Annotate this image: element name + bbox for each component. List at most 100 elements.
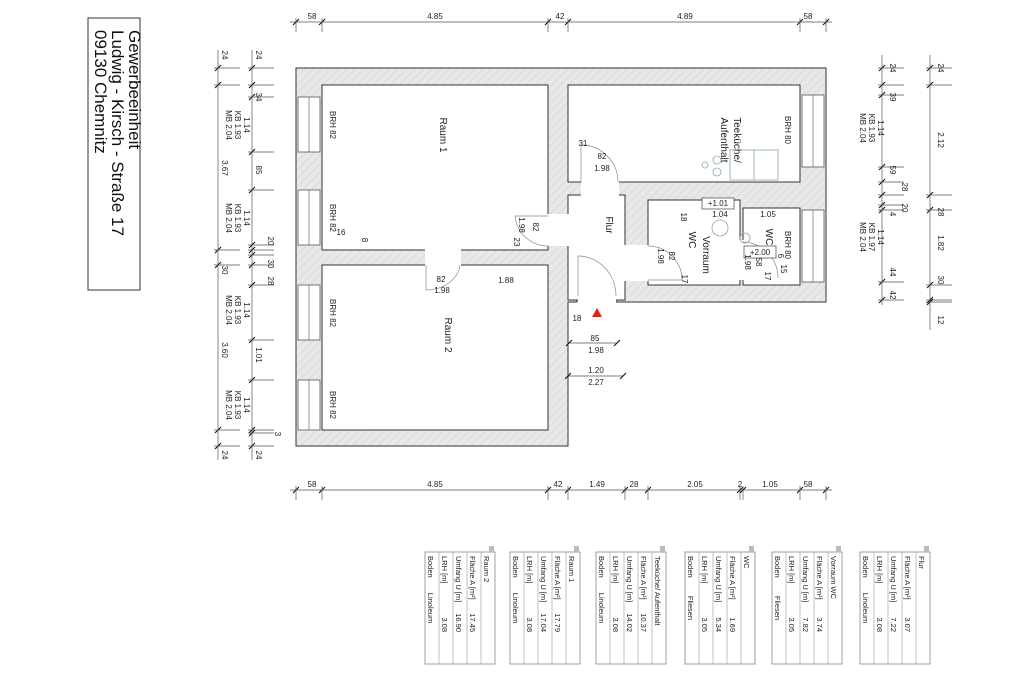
- table-row-value: Fliesen: [686, 596, 695, 620]
- door-label: 31: [579, 139, 588, 148]
- room-vorraum-wc: [647, 199, 741, 286]
- table-row-value: 3.05: [700, 617, 709, 632]
- room-tables: Raum 2 Fläche A [m²] 17.45 Umfang U [m] 16.9…: [424, 546, 931, 665]
- dim-label: 1.14: [242, 210, 251, 226]
- dim-label: 58: [804, 12, 813, 21]
- door-label: 15: [779, 265, 788, 274]
- door-label: 1.98: [594, 164, 610, 173]
- dim-label: 2.12: [936, 132, 945, 148]
- table-row-label: Boden: [426, 556, 435, 578]
- door-label: 1.04: [712, 210, 728, 219]
- dimension-bottom: 58 4.85 42 1.49 28 2.05 2 1.05 58: [290, 480, 832, 500]
- dim-label: KB 1.93: [867, 114, 876, 143]
- table-title: Vorraum WC: [829, 556, 838, 600]
- dim-label: 24: [254, 51, 263, 60]
- table-row-value: Fliesen: [773, 596, 782, 620]
- door-label: 8: [360, 238, 369, 243]
- table-row-label: Umfang U [m]: [539, 556, 548, 602]
- door-label: 1.98: [743, 254, 752, 270]
- door-label: 18: [573, 314, 582, 323]
- door-label: 23: [512, 238, 521, 247]
- room-label-raum-2: Raum 2: [442, 317, 453, 352]
- dim-label: 42: [888, 291, 897, 300]
- door-label: 17: [680, 275, 689, 284]
- table-row-label: Boden: [686, 556, 695, 578]
- entrance-marker-icon: [592, 308, 602, 317]
- dim-label: 24: [220, 51, 229, 60]
- table-row-label: LRH [m]: [787, 556, 796, 584]
- table-row-label: LRH [m]: [700, 556, 709, 584]
- door-label: 2.27: [588, 378, 604, 387]
- table-row-label: Umfang U [m]: [714, 556, 723, 602]
- door-label: 85: [591, 334, 600, 343]
- door-label: 1.98: [588, 346, 604, 355]
- room-label-kitchen-1: Teeküche/: [731, 117, 742, 163]
- dim-label: 3.67: [220, 160, 229, 176]
- table-title: Teeküche/ Aufenthalt: [653, 556, 662, 627]
- door-kitchen: [580, 144, 619, 183]
- dim-label: 30: [936, 276, 945, 285]
- dim-label: 4: [888, 212, 897, 217]
- table-row-label: LRH [m]: [440, 556, 449, 584]
- table-row-value: 3.08: [611, 617, 620, 632]
- table-row-value: 17.45: [468, 613, 477, 632]
- table-row-label: Umfang U [m]: [889, 556, 898, 602]
- door-label: 1.20: [588, 366, 604, 375]
- table-row-value: 5.34: [714, 617, 723, 632]
- dim-label: 58: [308, 480, 317, 489]
- dim-label: 3.60: [220, 342, 229, 358]
- room-flur: [567, 194, 626, 301]
- dimension-right-inner: 24 39 1.14 KB 1.93 MB 2.04 59 28 20 4 1.…: [858, 55, 909, 305]
- dim-label: 34: [254, 93, 263, 102]
- height-marker: +2.00: [750, 248, 771, 257]
- dim-label: 24: [254, 451, 263, 460]
- dim-label: KB 1.93: [233, 111, 242, 140]
- table-row-label: Umfang U [m]: [454, 556, 463, 602]
- door-raum2: [425, 264, 461, 291]
- door-label: 82: [598, 152, 607, 161]
- dim-label: MB 2.04: [224, 390, 233, 420]
- kitchen-fixtures: [701, 149, 779, 244]
- room-kitchen: [567, 84, 801, 183]
- dim-label: 1.14: [242, 117, 251, 133]
- dim-label: KB 1.97: [867, 223, 876, 252]
- table-row-value: Linoleum: [597, 593, 606, 623]
- dim-label: 24: [220, 451, 229, 460]
- dimension-left-inner: 24 34 1.14 KB 1.93 MB 2.04 85 1.14 KB 1.…: [224, 50, 282, 460]
- table-title: Raum 2: [482, 556, 491, 582]
- dim-label: MB 2.04: [858, 113, 867, 143]
- table-row-value: 16.90: [454, 613, 463, 632]
- dim-label: 20: [266, 237, 275, 246]
- table-row-label: Fläche A [m²]: [728, 556, 737, 600]
- table-row-label: Fläche A [m²]: [553, 556, 562, 600]
- dim-label: 2.05: [687, 480, 703, 489]
- table-row-label: Umfang U [m]: [625, 556, 634, 602]
- dim-label: MB 2.04: [224, 203, 233, 233]
- dim-label: KB 1.93: [233, 391, 242, 420]
- title-line-1: Gewerbeeinheit: [125, 30, 144, 149]
- table-row-label: LRH [m]: [611, 556, 620, 584]
- dim-label: 58: [308, 12, 317, 21]
- dim-label: 1.14: [876, 229, 885, 245]
- door-entrance: [577, 255, 617, 297]
- dim-label: 28: [266, 277, 275, 286]
- dim-label: 42: [556, 12, 565, 21]
- dim-label: MB 2.04: [858, 222, 867, 252]
- dim-label: 39: [888, 93, 897, 102]
- table-row-label: Boden: [773, 556, 782, 578]
- door-labels: 31 82 1.98 82 1.98 23 82 1.98 1.88 16 8 …: [337, 139, 788, 387]
- table-row-value: 7.82: [801, 617, 810, 632]
- door-label: 17: [763, 272, 772, 281]
- door-label: 1.05: [760, 210, 776, 219]
- table-row-label: Fläche A [m²]: [639, 556, 648, 600]
- door-raum1: [514, 215, 549, 247]
- table-row-value: 3.08: [440, 617, 449, 632]
- table-row-label: Fläche A [m²]: [903, 556, 912, 600]
- dim-label: MB 2.04: [224, 295, 233, 325]
- door-vorraum: [647, 245, 683, 281]
- title-line-3: 09130 Chemnitz: [91, 30, 110, 154]
